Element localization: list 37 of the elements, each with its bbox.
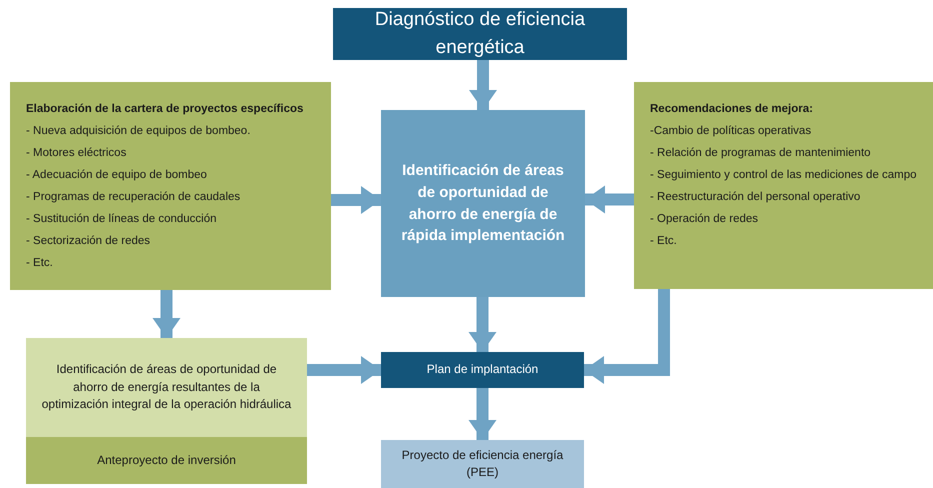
list-item: -Cambio de políticas operativas <box>650 124 812 139</box>
list-item: - Etc. <box>26 256 54 271</box>
list-item: - Reestructuración del personal operativo <box>650 190 862 205</box>
process-box <box>26 437 307 484</box>
panel-heading: Recomendaciones de mejora: <box>650 102 814 117</box>
process-box <box>26 338 307 437</box>
list-item: - Relación de programas de mantenimiento <box>650 146 872 161</box>
box-label: Anteproyecto de inversión <box>97 452 236 469</box>
box-label: Plan de implantación <box>426 361 538 378</box>
list-item: - Seguimiento y control de las mediciones de campo <box>650 168 918 183</box>
process-box <box>333 8 627 60</box>
process-box <box>381 110 585 297</box>
block-arrow <box>307 356 381 384</box>
box-label: Identificación de áreas de oportunidad de ahorro de energía de rápida implementación <box>400 161 566 246</box>
box-label: Proyecto de eficiencia energía (PEE) <box>400 446 564 481</box>
list-item: - Nueva adquisición de equipos de bombeo. <box>26 124 252 139</box>
block-arrow <box>468 388 496 440</box>
list-item: - Motores eléctricos <box>26 146 128 161</box>
list-panel <box>634 82 933 289</box>
list-item: - Operación de redes <box>650 212 760 227</box>
list-item: - Sustitución de líneas de conducción <box>26 212 218 227</box>
block-arrow <box>585 186 634 214</box>
panel-heading: Elaboración de la cartera de proyectos específicos <box>26 102 304 117</box>
list-item: - Programas de recuperación de caudales <box>26 190 242 205</box>
box-label: Identificación de áreas de oportunidad de ahorro de energía resultantes de la optimización integral de la operación hidráulica <box>40 361 292 414</box>
box-label: Diagnóstico de eficiencia energética <box>374 8 586 60</box>
list-item: - Etc. <box>650 234 678 249</box>
list-panel <box>10 82 331 290</box>
block-arrow <box>331 186 381 214</box>
block-arrow <box>468 297 496 352</box>
list-item: - Sectorización de redes <box>26 234 152 249</box>
process-box <box>381 440 584 488</box>
block-arrow <box>584 289 670 384</box>
process-box <box>381 352 584 388</box>
list-item: - Adecuación de equipo de bombeo <box>26 168 208 183</box>
block-arrow <box>469 60 497 110</box>
block-arrow <box>152 290 180 338</box>
